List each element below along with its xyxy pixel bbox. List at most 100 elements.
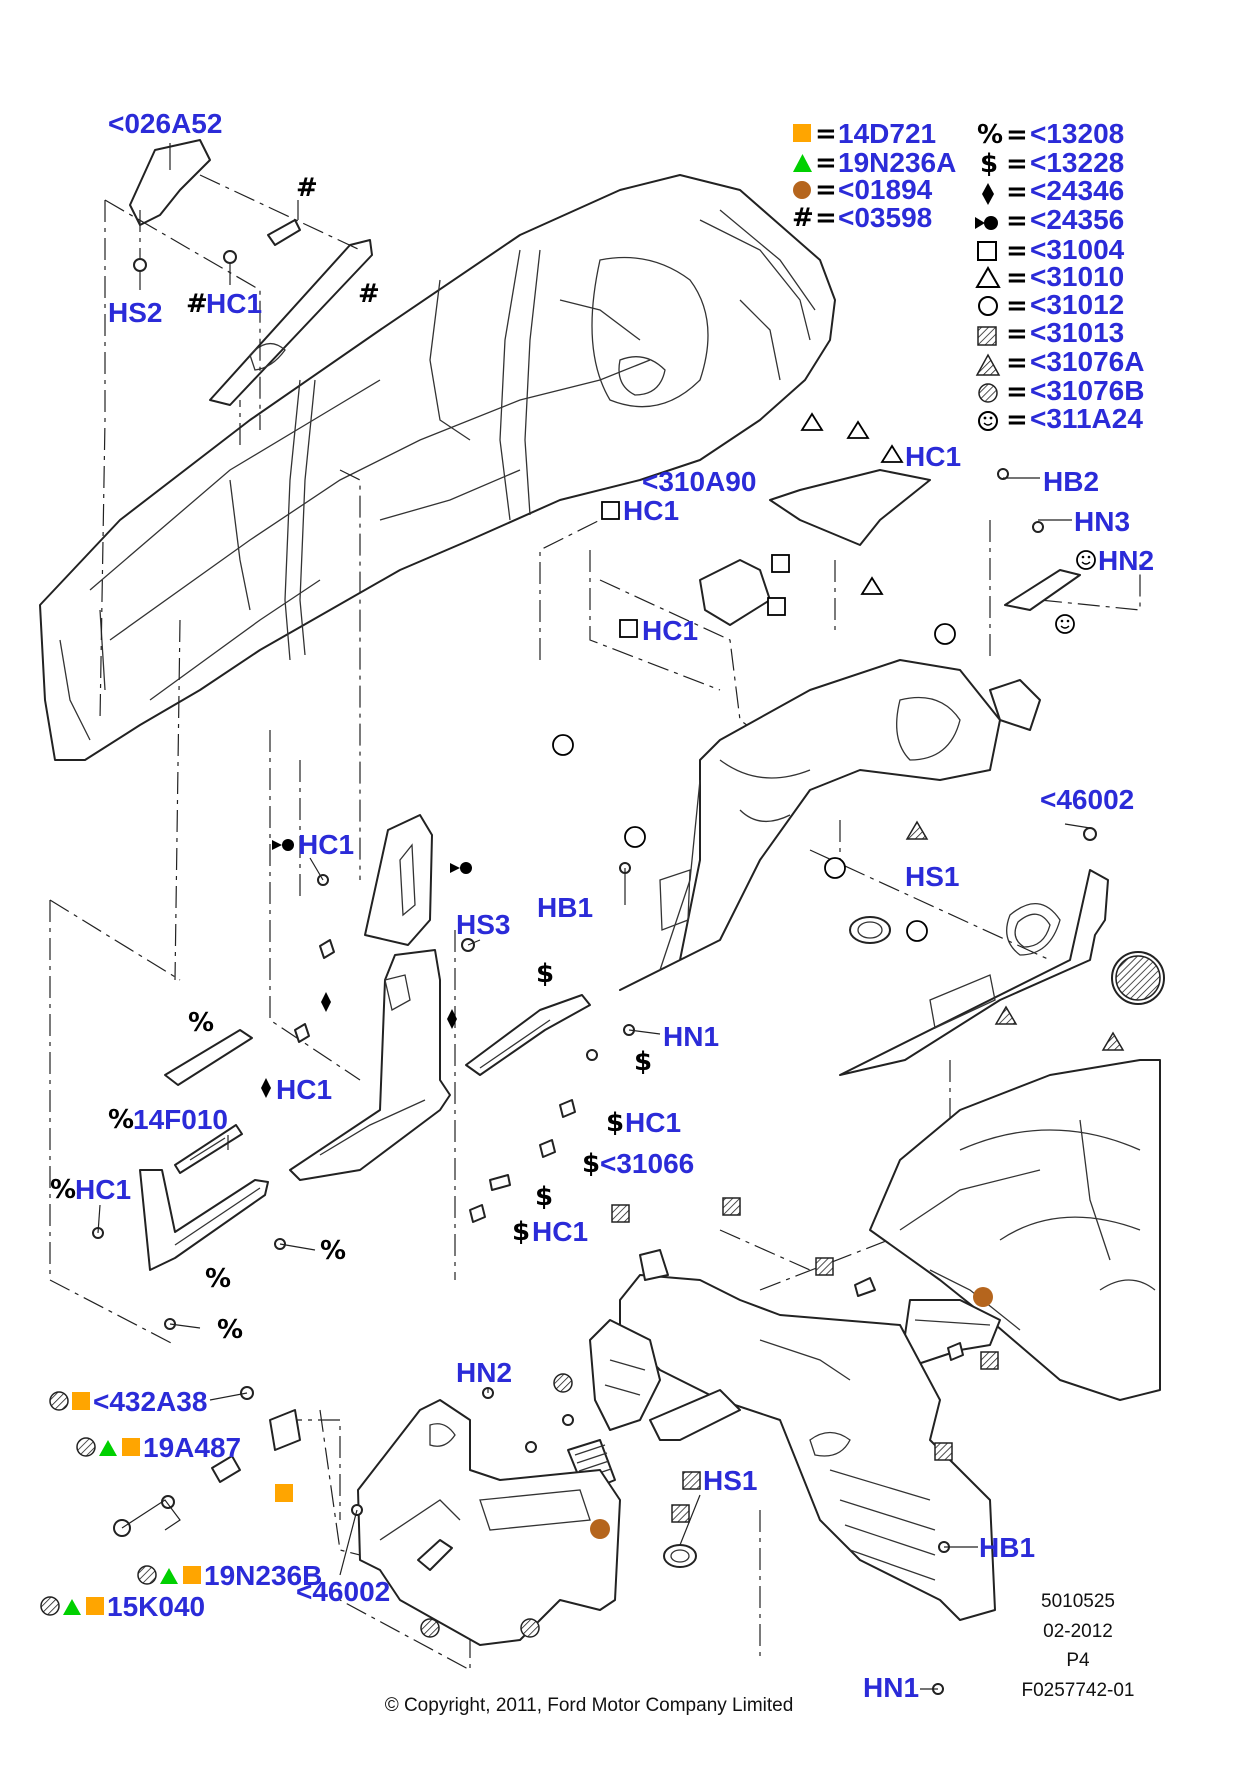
hash-marker-b: #: [358, 279, 380, 309]
clip-hatched-mid: [525, 1441, 537, 1453]
a-pillar-trim-group: [99, 139, 373, 721]
a-pillar-trim: [209, 239, 373, 406]
hatched-circle-marker-a: [553, 1373, 573, 1393]
part-19A487: [269, 1409, 301, 1451]
label-432A38: <432A38: [93, 1386, 207, 1417]
hatched-square-marker-e: [934, 1442, 953, 1461]
legend-code-31010: <31010: [1030, 261, 1124, 292]
green-triangle-symbol: [793, 154, 812, 172]
label-dollar-hc1-b: HC1: [532, 1216, 588, 1247]
bracket-smiley: [989, 679, 1041, 731]
label-46002-top: <46002: [1040, 784, 1134, 815]
legend-code-31076A: <31076A: [1030, 346, 1144, 377]
square-marker-b: [767, 597, 786, 616]
scuff-plate-assembly: [92, 1029, 286, 1330]
svg-text:=: =: [815, 148, 837, 178]
square-marker-hc1-a: [601, 501, 620, 520]
label-19N236B: 19N236B: [204, 1560, 322, 1591]
legend-code-31004: <31004: [1030, 234, 1125, 265]
svg-text:=: =: [1006, 377, 1028, 407]
footer-page: P4: [1066, 1650, 1090, 1671]
label-hc1-square-b: HC1: [642, 615, 698, 646]
label-hn1-bottom: HN1: [863, 1672, 919, 1703]
label-hc1-square-a: HC1: [623, 495, 679, 526]
dollar-marker-a: $: [536, 959, 554, 989]
prefix-hatched-circle-432A38: [49, 1391, 69, 1411]
hatched-square-marker-hs1: [671, 1504, 690, 1523]
hatched-triangle-marker-b: [994, 1005, 1018, 1025]
legend-right: % = <13208 $ = <13228 = <24346 = <24356 …: [975, 118, 1144, 435]
label-026A52: <026A52: [108, 108, 222, 139]
bracket-hn2: [1004, 569, 1081, 611]
screw-hb2: [997, 468, 1009, 480]
clip-hc1-diamond: [294, 1023, 310, 1043]
outline-square-symbol: [977, 241, 997, 261]
screw-hn3: [1032, 521, 1044, 533]
callout-labels: <026A52 HS2 # HC1 <310A90 HC1 HC1 HC1 HB…: [40, 108, 1154, 1703]
arrow-dot-marker-hc1: [272, 839, 294, 851]
brown-circle-symbol: [793, 181, 811, 199]
smiley-symbol: [978, 411, 998, 431]
label-15K040: 15K040: [107, 1591, 205, 1622]
orange-square-symbol: [793, 124, 811, 142]
clip-dollar-b: [489, 1174, 511, 1191]
legend-code-14D721: 14D721: [838, 118, 936, 149]
label-hc1-diamond: HC1: [276, 1074, 332, 1105]
label-hc1-hash-symbol: #: [186, 289, 208, 319]
part-markers: # #: [188, 173, 1125, 1638]
square-marker-a: [771, 554, 790, 573]
bracket-31004: [699, 559, 771, 626]
trim-310A90: [769, 469, 931, 546]
label-hc1-arrow: HC1: [298, 829, 354, 860]
percent-marker-d: %: [217, 1315, 243, 1345]
quarter-trim-speaker: [839, 869, 1109, 1076]
outline-triangle-symbol: [975, 266, 1001, 288]
label-310A90: <310A90: [642, 466, 756, 497]
label-hs1-top: HS1: [905, 861, 959, 892]
legend-left: = 14D721 = 19N236A = <01894 # = <03598: [792, 118, 956, 233]
hatched-circle-marker-b: [420, 1618, 440, 1638]
label-46002-bottom: <46002: [296, 1576, 390, 1607]
label-14F010-symbol: %: [108, 1105, 134, 1135]
clip-dollar-a: [586, 1049, 598, 1061]
svg-text:=: =: [1006, 120, 1028, 150]
circle-marker-b: [552, 734, 574, 756]
clip-31066: [539, 1139, 556, 1158]
hatched-triangle-marker-a: [905, 820, 929, 840]
dollar-symbol: $: [980, 149, 998, 179]
clip-dollar-hc1-b: [469, 1204, 486, 1223]
prefix-hatched-circle-19N236B: [137, 1565, 157, 1585]
svg-text:=: =: [815, 119, 837, 149]
label-dollar-hc1-a-symbol: $: [606, 1108, 624, 1138]
brown-circle-marker-b: [590, 1519, 610, 1539]
svg-text:=: =: [815, 175, 837, 205]
label-hb1-bottom: HB1: [979, 1532, 1035, 1563]
prefix-orange-432A38: [72, 1392, 90, 1410]
hatched-circle-marker-c: [520, 1618, 540, 1638]
percent-marker-c: %: [320, 1236, 346, 1266]
label-hn2-top: HN2: [1098, 545, 1154, 576]
clip-hatched-b: [417, 1539, 453, 1571]
label-hc1-hash: HC1: [206, 288, 262, 319]
arrow-dot-marker-b: [450, 862, 472, 874]
lower-trim-bracket: [589, 1319, 661, 1431]
circle-marker-a: [934, 623, 956, 645]
leader-lines: [97, 143, 1091, 1690]
speaker-hs1-bottom: [663, 1544, 697, 1568]
footer: 5010525 02-2012 P4 F0257742-01 © Copyrig…: [385, 1591, 1135, 1716]
label-hn2-bottom: HN2: [456, 1357, 512, 1388]
triangle-marker-hc1: [880, 444, 904, 463]
clip-31013-c: [947, 1342, 964, 1361]
diamond-marker-hc1: [261, 1078, 271, 1098]
legend-code-31012: <31012: [1030, 289, 1124, 320]
hatched-square-marker-a: [611, 1204, 630, 1223]
assembly-lines: [49, 469, 1141, 1672]
svg-text:=: =: [1006, 263, 1028, 293]
hatched-triangle-marker-c: [1101, 1031, 1125, 1051]
svg-text:=: =: [1006, 348, 1028, 378]
copyright: © Copyright, 2011, Ford Motor Company Li…: [385, 1695, 794, 1716]
clip-hc1-hash: [223, 250, 237, 264]
hash-symbol: #: [792, 203, 814, 233]
clip-31013-a: [639, 1249, 669, 1281]
